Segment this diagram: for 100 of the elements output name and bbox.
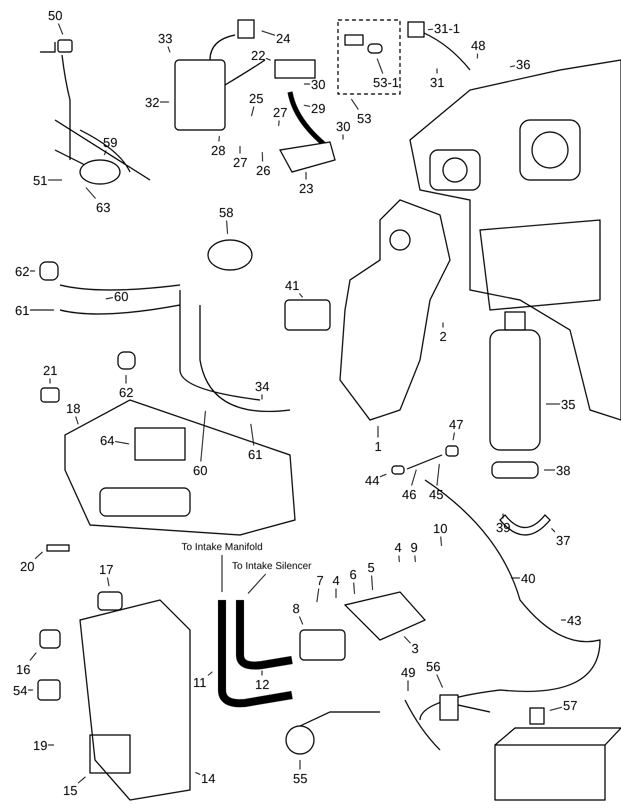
leader-line — [30, 270, 36, 272]
leader-line — [34, 552, 43, 560]
leader-line — [411, 469, 417, 486]
callout-number: 17 — [99, 562, 114, 576]
callout-number: 8 — [292, 600, 300, 616]
callout-number: 19 — [33, 738, 48, 752]
callout-number: 41 — [285, 278, 300, 292]
callout-number: 56 — [426, 658, 440, 674]
leader-line — [353, 582, 355, 594]
callout-number: 2 — [440, 328, 447, 344]
callout-number: 60 — [193, 462, 208, 478]
leader-line — [208, 671, 213, 676]
callout-number: 45 — [429, 486, 444, 502]
leader-line — [442, 322, 444, 328]
leader-line — [266, 58, 272, 61]
leader-line — [371, 575, 374, 590]
leader-line — [248, 574, 266, 594]
leader-line — [376, 58, 384, 74]
callout-number: 15 — [63, 782, 78, 798]
leader-line — [440, 536, 442, 546]
leader-line — [551, 528, 556, 532]
leader-line — [303, 104, 310, 107]
leader-line — [404, 636, 411, 644]
callout-number: 49 — [401, 664, 416, 680]
leader-line — [58, 23, 64, 35]
callout-number: 9 — [410, 540, 418, 554]
callout-number: 38 — [556, 462, 570, 478]
callout-number: 59 — [103, 134, 118, 150]
callout-number: 37 — [556, 532, 570, 548]
callout-number: 34 — [255, 378, 270, 394]
callout-number: 30 — [311, 76, 326, 92]
callout-number: 26 — [256, 162, 270, 178]
leader-line — [75, 416, 79, 425]
callout-number: 51 — [33, 172, 48, 188]
callout-number: 63 — [96, 200, 110, 214]
leader-line — [476, 53, 478, 59]
callout-number: 35 — [561, 396, 576, 412]
callout-number: 4 — [332, 572, 340, 588]
callout-number: 44 — [365, 472, 380, 488]
leader-line — [261, 30, 276, 36]
callout-number: 25 — [249, 90, 264, 106]
callout-number: 31-1 — [434, 20, 460, 36]
callout-number: 46 — [402, 486, 416, 502]
leader-line — [510, 65, 516, 68]
callout-number: 23 — [299, 180, 314, 196]
leader-line — [452, 432, 455, 441]
callout-number: 53-1 — [373, 74, 400, 90]
callout-number: 40 — [521, 570, 536, 586]
leader-line — [428, 28, 434, 30]
leader-line — [78, 776, 86, 784]
callout-number: 62 — [119, 384, 134, 400]
callout-number: 27 — [233, 154, 248, 170]
leader-line — [316, 588, 320, 602]
leader-line — [398, 555, 400, 562]
callout-number: 7 — [316, 572, 324, 588]
callout-number: 48 — [471, 38, 486, 52]
callout-number: 12 — [255, 676, 270, 692]
callout-number: 5 — [368, 560, 375, 574]
callout-number: 47 — [449, 416, 464, 432]
routing-note: To Intake Silencer — [232, 561, 312, 573]
callout-number: 1 — [374, 438, 382, 454]
callout-number: 58 — [219, 204, 234, 220]
leader-line — [549, 706, 562, 711]
leader-line — [250, 424, 254, 446]
leader-line — [342, 134, 344, 140]
callout-number: 32 — [145, 94, 160, 110]
leader-line — [414, 555, 416, 562]
leader-line — [251, 106, 254, 117]
leader-line — [436, 464, 440, 486]
leader-line — [436, 674, 444, 688]
callout-number: 33 — [158, 30, 172, 46]
callout-number: 18 — [66, 400, 80, 416]
callout-number: 53 — [357, 110, 372, 126]
callout-number: 60 — [114, 288, 128, 304]
leader-line — [262, 152, 264, 162]
leader-line — [107, 577, 110, 587]
leader-line — [298, 293, 304, 298]
callout-number: 31 — [430, 74, 444, 90]
callout-number: 30 — [336, 118, 350, 134]
leader-line — [104, 150, 107, 156]
callout-number: 3 — [412, 640, 419, 656]
callout-number: 21 — [43, 362, 58, 378]
leader-line — [114, 440, 130, 444]
leader-line — [226, 220, 228, 234]
leader-line — [278, 120, 280, 126]
callout-number: 39 — [496, 520, 510, 534]
callout-number: 20 — [20, 558, 34, 574]
callout-number: 62 — [15, 264, 30, 278]
callout-number: 29 — [311, 100, 326, 116]
leader-line — [48, 744, 54, 746]
callout-number: 61 — [248, 446, 262, 462]
leader-line — [299, 616, 304, 625]
leader-line — [86, 187, 96, 199]
leader-line — [436, 68, 438, 74]
callout-number: 55 — [293, 770, 308, 786]
leader-line — [200, 410, 206, 462]
callout-number: 10 — [433, 520, 448, 536]
callout-number: 22 — [251, 48, 266, 62]
callout-number: 61 — [15, 302, 30, 318]
callout-number: 54 — [13, 682, 28, 698]
